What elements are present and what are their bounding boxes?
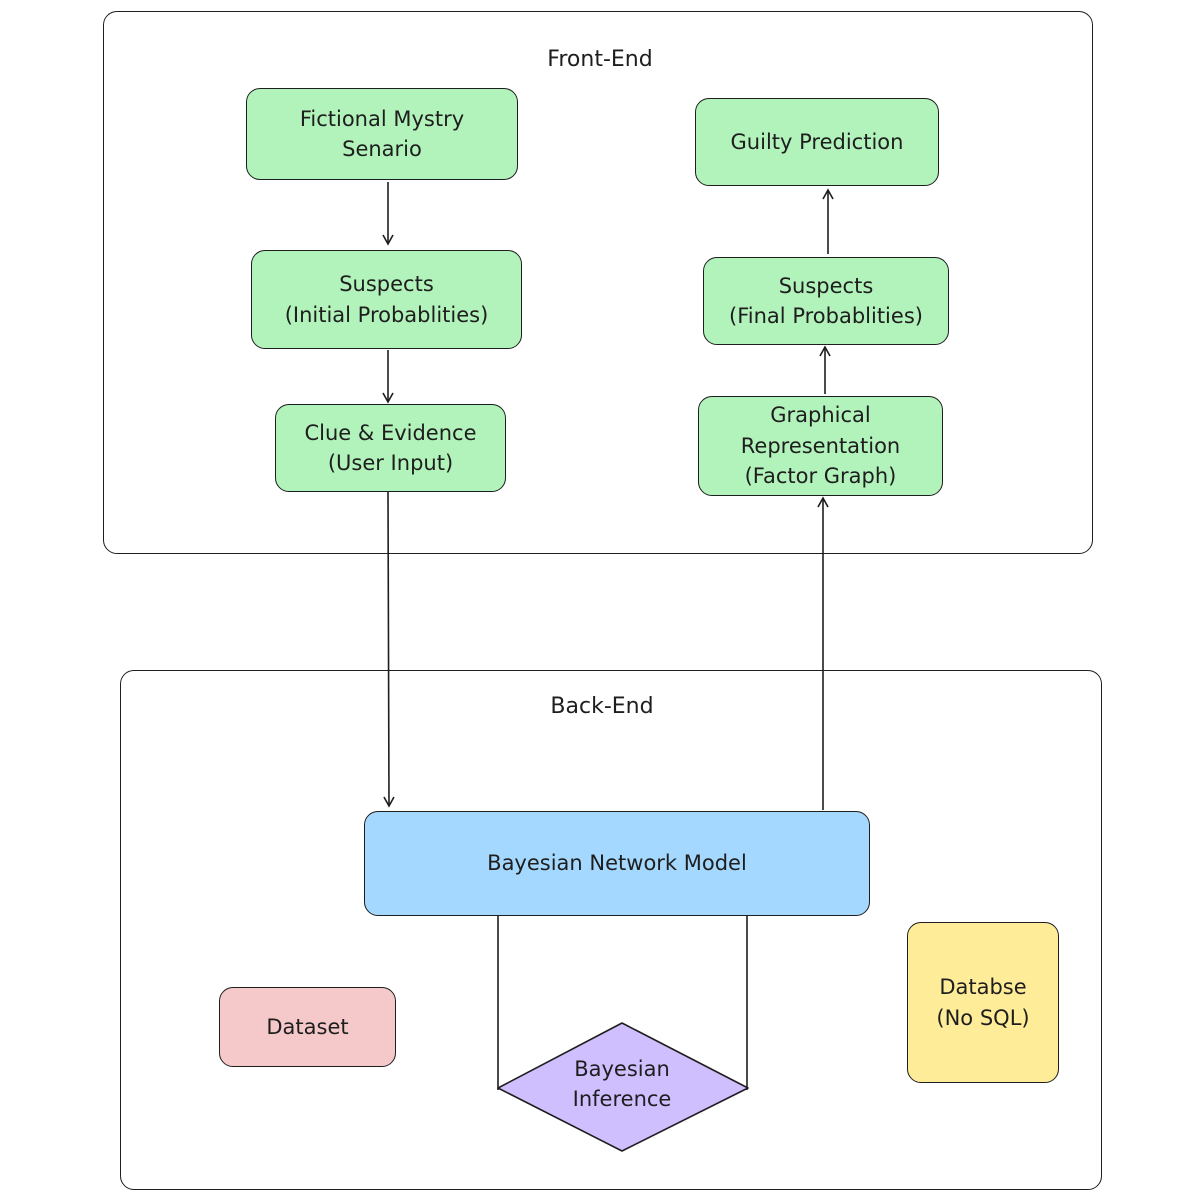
frontend-group: [103, 11, 1093, 554]
bayesian-network-model-label: Bayesian Network Model: [487, 851, 747, 876]
backend-title: Back-End: [550, 694, 654, 719]
suspects-final-label: Suspects (Final Probablities): [729, 273, 923, 328]
database-label: Databse (No SQL): [936, 975, 1030, 1030]
graphical-representation-label: Graphical Representation (Factor Graph): [740, 403, 901, 489]
bayesian-inference-shape: [497, 1022, 749, 1152]
clue-evidence-label: Clue & Evidence (User Input): [304, 420, 477, 475]
bayesian-inference-label: Bayesian Inference: [572, 1057, 672, 1112]
dataset-label: Dataset: [266, 1014, 349, 1039]
backend-group: [120, 670, 1102, 1190]
fictional-mystery-node[interactable]: Fictional Mystry Senario: [246, 88, 518, 180]
suspects-initial-node[interactable]: Suspects (Initial Probablities): [251, 250, 522, 349]
clue-evidence-node[interactable]: Clue & Evidence (User Input): [275, 404, 506, 492]
bayesian-network-model-node[interactable]: Bayesian Network Model: [364, 811, 870, 916]
dataset-node[interactable]: Dataset: [219, 987, 396, 1067]
edge-clue-to-model: [383, 491, 395, 808]
guilty-prediction-label: Guilty Prediction: [730, 129, 904, 154]
database-node[interactable]: Databse (No SQL): [907, 922, 1059, 1083]
frontend-title: Front-End: [547, 47, 653, 72]
graphical-representation-node[interactable]: Graphical Representation (Factor Graph): [698, 396, 943, 496]
fictional-mystery-label: Fictional Mystry Senario: [299, 106, 465, 161]
guilty-prediction-node[interactable]: Guilty Prediction: [695, 98, 939, 186]
suspects-initial-label: Suspects (Initial Probablities): [284, 272, 489, 327]
suspects-final-node[interactable]: Suspects (Final Probablities): [703, 257, 949, 345]
